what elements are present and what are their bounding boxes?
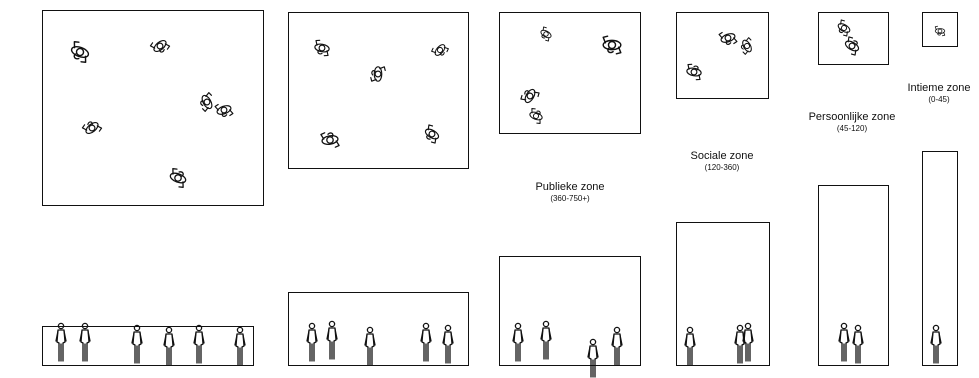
plan-box-sociale (499, 12, 641, 134)
person-top-view-icon (369, 65, 387, 83)
person-elevation-icon (540, 320, 552, 360)
zone-label-persoonlijke: Persoonlijke zone (45-120) (792, 111, 912, 133)
zone-range: (360-750+) (520, 194, 620, 203)
zone-name: Sociale zone (672, 150, 772, 163)
person-elevation-icon (930, 324, 942, 364)
person-elevation-icon (306, 322, 318, 362)
zone-range: (45-120) (792, 124, 912, 133)
person-elevation-icon (684, 326, 696, 366)
person-elevation-icon (163, 326, 175, 366)
person-elevation-icon (79, 322, 91, 362)
person-elevation-icon (512, 322, 524, 362)
person-elevation-icon (364, 326, 376, 366)
zone-label-sociale: Sociale zone (120-360) (672, 150, 772, 172)
zone-label-intieme: Intieme zone (0-45) (900, 82, 978, 104)
zone-range: (120-360) (672, 163, 772, 172)
person-elevation-icon (193, 324, 205, 364)
zone-range: (0-45) (900, 95, 978, 104)
person-top-view-icon (601, 34, 623, 56)
person-elevation-icon (131, 324, 143, 364)
person-elevation-icon (852, 324, 864, 364)
plan-box-publieke (288, 12, 469, 169)
zone-name: Publieke zone (520, 181, 620, 194)
person-elevation-icon (742, 322, 754, 362)
person-elevation-icon (838, 322, 850, 362)
person-top-view-icon (312, 38, 333, 59)
person-top-view-icon (934, 25, 946, 37)
elevation-box-wide (42, 326, 254, 366)
person-elevation-icon (420, 322, 432, 362)
person-elevation-icon (55, 322, 67, 362)
zone-label-publieke: Publieke zone (360-750+) (520, 181, 620, 203)
person-elevation-icon (611, 326, 623, 366)
person-elevation-icon (234, 326, 246, 366)
zone-name: Intieme zone (900, 82, 978, 95)
person-elevation-icon (587, 338, 599, 378)
person-top-view-icon (318, 128, 341, 151)
plan-box-persoonlijke (676, 12, 769, 99)
zone-name: Persoonlijke zone (792, 111, 912, 124)
person-elevation-icon (442, 324, 454, 364)
person-top-view-icon (684, 62, 705, 83)
person-elevation-icon (326, 320, 338, 360)
